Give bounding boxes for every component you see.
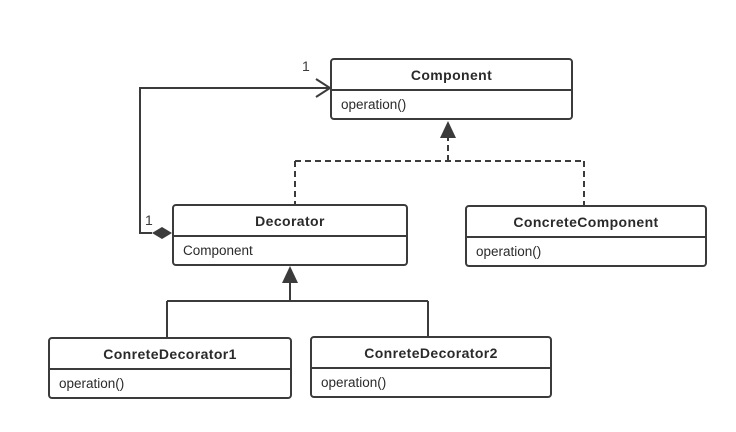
class-member: operation() [476,244,542,259]
diamond-icon [152,227,172,239]
class-member: Component [183,243,253,258]
multiplicity-label-component-end: 1 [302,58,310,74]
class-member: operation() [341,97,407,112]
class-title: ConcreteComponent [467,207,705,238]
class-member: operation() [321,375,387,390]
class-box-decorator: Decorator Component [172,204,408,266]
class-box-concrete-component: ConcreteComponent operation() [465,205,707,267]
class-title: Decorator [174,206,406,237]
dashed-generalization-connector [294,137,585,205]
class-box-conrete-decorator1: ConreteDecorator1 operation() [48,337,292,399]
class-title: ConreteDecorator2 [312,338,550,369]
class-box-conrete-decorator2: ConreteDecorator2 operation() [310,336,552,398]
class-box-component: Component operation() [330,58,573,120]
multiplicity-label-decorator-end: 1 [145,212,153,228]
triangle-arrowhead-icon [282,266,298,283]
solid-generalization-connector [166,283,429,337]
triangle-arrowhead-icon [440,121,456,138]
class-title: ConreteDecorator1 [50,339,290,370]
class-member: operation() [59,376,125,391]
class-title: Component [332,60,571,91]
